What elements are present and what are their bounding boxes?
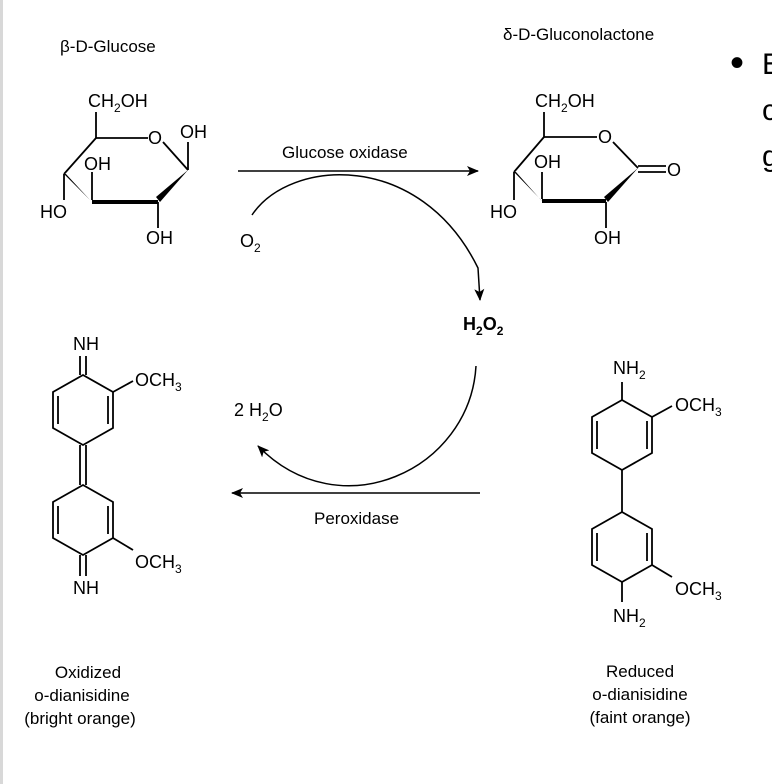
lactone-ch2oh-label: CH2OH <box>535 91 595 115</box>
gluconolactone-name: δ-D-Gluconolactone <box>503 25 654 44</box>
lactone-oh-c3: OH <box>534 152 561 172</box>
bullet-text-fragment-1: E <box>762 48 772 81</box>
bullet-marker: • <box>730 41 744 85</box>
glucose-oxidase-step: Glucose oxidase O2 H2O2 <box>238 143 504 338</box>
glucose-wedge-bond <box>156 170 188 202</box>
glucose-oh-c3: OH <box>84 154 111 174</box>
glucose-ho-c4: HO <box>40 202 67 222</box>
oxidized-upper-ring <box>52 373 114 447</box>
water-label: 2 H2O <box>234 400 283 424</box>
h2o2-to-water-curved-arrow <box>257 365 477 487</box>
glucose-oh-c2: OH <box>146 228 173 248</box>
bullet-text-fragment-3: g <box>762 140 772 173</box>
glucose-bold-bond <box>92 200 158 204</box>
peroxidase-label: Peroxidase <box>314 509 399 528</box>
oxidized-caption-line-3: (bright orange) <box>24 709 136 728</box>
reduced-lower-ring <box>591 510 653 584</box>
oxidized-och3-top: OCH3 <box>135 370 182 394</box>
reduced-caption-line-2: o-dianisidine <box>592 685 687 704</box>
oxidized-o-dianisidine-structure: NH OCH3 OCH3 NH <box>52 334 182 598</box>
reduced-caption-line-1: Reduced <box>606 662 674 681</box>
bullet-text-fragment-2: c <box>762 94 772 127</box>
o2-label: O2 <box>240 231 261 255</box>
reduced-caption: Reduced o-dianisidine (faint orange) <box>589 662 690 727</box>
left-border <box>0 0 3 784</box>
reduced-upper-ring <box>591 398 653 472</box>
oxidized-caption-line-1: Oxidized <box>55 663 121 682</box>
beta-d-glucose-structure: β-D-Glucose CH2OH O OH OH HO OH <box>40 37 207 248</box>
oxidized-caption-line-2: o-dianisidine <box>34 686 129 705</box>
lactone-ring-oxygen: O <box>598 127 612 147</box>
reduced-o-dianisidine-structure: NH2 OCH3 OCH3 NH2 <box>591 358 722 630</box>
h2o2-label: H2O2 <box>463 314 504 338</box>
lactone-bond <box>612 141 639 169</box>
glucose-wedge-bond <box>64 174 94 204</box>
glucose-name: β-D-Glucose <box>60 37 156 56</box>
lactone-wedge-bond <box>514 172 544 203</box>
oxidized-och3-bottom: OCH3 <box>135 552 182 576</box>
lactone-wedge-bond <box>604 168 638 202</box>
oxidized-nh-bottom: NH <box>73 578 99 598</box>
reduced-och3-top: OCH3 <box>675 395 722 419</box>
lactone-oh-c2: OH <box>594 228 621 248</box>
delta-d-gluconolactone-structure: δ-D-Gluconolactone CH2OH O O OH HO OH <box>490 25 681 248</box>
lactone-bold-bond <box>542 199 606 203</box>
glucose-ring-oxygen: O <box>148 128 162 148</box>
oxidized-lower-ring <box>52 483 114 557</box>
glucose-oxidase-label: Glucose oxidase <box>282 143 408 162</box>
oxidized-nh-top: NH <box>73 334 99 354</box>
lactone-bond <box>513 136 545 173</box>
lactone-carbonyl-oxygen: O <box>667 160 681 180</box>
glucose-oh-anomeric: OH <box>180 122 207 142</box>
peroxidase-step: Peroxidase 2 H2O <box>231 365 480 528</box>
reduced-nh2-bottom: NH2 <box>613 606 646 630</box>
o2-to-h2o2-curved-arrow <box>251 174 485 301</box>
reduced-nh2-top: NH2 <box>613 358 646 382</box>
reduced-och3-bottom: OCH3 <box>675 579 722 603</box>
lactone-ho-c4: HO <box>490 202 517 222</box>
glucose-ch2oh-label: CH2OH <box>88 91 148 115</box>
glucose-bond <box>63 137 97 175</box>
reduced-caption-line-3: (faint orange) <box>589 708 690 727</box>
glucose-bond <box>162 141 189 171</box>
slide-bullet-fragment: • E c g <box>730 41 772 173</box>
oxidized-caption: Oxidized o-dianisidine (bright orange) <box>24 663 136 728</box>
